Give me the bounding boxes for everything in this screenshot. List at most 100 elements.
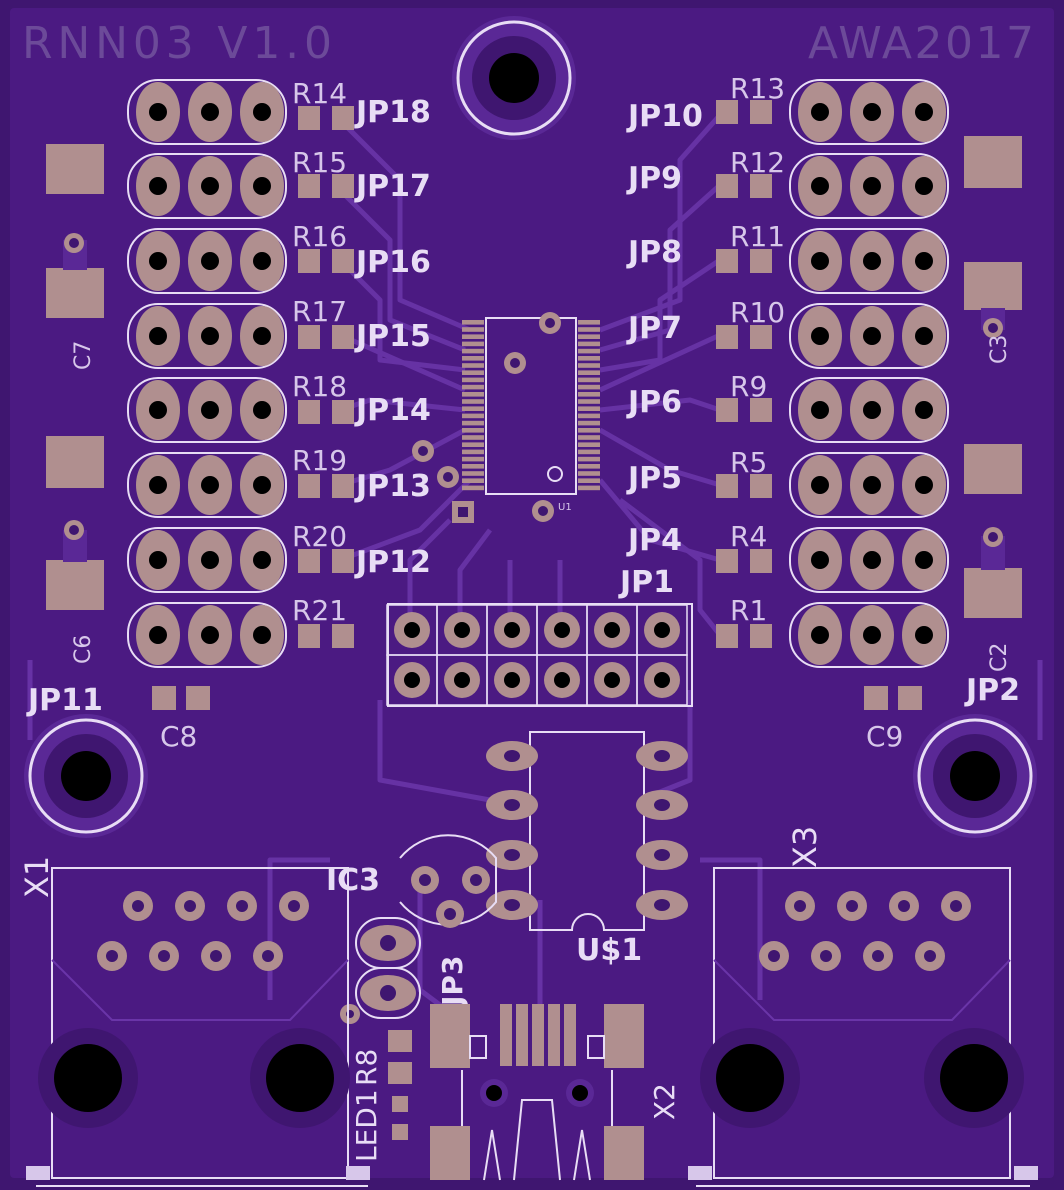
smd-pad-icon — [332, 549, 354, 573]
label-jp8: JP8 — [626, 235, 682, 270]
label-jp9: JP9 — [626, 161, 682, 196]
led1-r8: R8 LED1 — [340, 1004, 412, 1162]
header-3pin-row — [127, 228, 287, 294]
label-r15: R15 — [292, 146, 347, 179]
smd-pad-icon — [332, 174, 354, 198]
smd-pad-icon — [716, 624, 738, 648]
left-jumper-labels: JP18 JP17 JP16 JP15 JP14 JP13 JP12 — [354, 95, 431, 580]
smd-pad-icon — [750, 398, 772, 422]
smd-pad-icon — [298, 106, 320, 130]
right-resistor-array — [716, 100, 772, 648]
smd-pad-icon — [750, 549, 772, 573]
smd-pad-icon — [332, 400, 354, 424]
smd-pad-icon — [716, 249, 738, 273]
label-c6: C6 — [71, 635, 96, 664]
label-jp14: JP14 — [354, 393, 431, 428]
jumper-jp3: JP3 — [355, 917, 469, 1019]
capacitor-c8: C8 — [152, 686, 210, 753]
header-3pin-row — [789, 602, 949, 668]
label-c2: C2 — [987, 643, 1012, 672]
label-r13: R13 — [730, 72, 785, 105]
capacitor-c7: C7 — [46, 144, 104, 370]
label-jp10: JP10 — [626, 99, 703, 134]
label-r8: R8 — [350, 1049, 383, 1086]
left-header-array — [127, 79, 287, 668]
label-jp11: JP11 — [26, 683, 103, 718]
label-r20: R20 — [292, 520, 347, 553]
label-led1: LED1 — [350, 1089, 383, 1162]
label-jp6: JP6 — [626, 385, 682, 420]
label-r19: R19 — [292, 444, 347, 477]
label-c8: C8 — [160, 720, 197, 753]
label-r17: R17 — [292, 295, 347, 328]
smd-pad-icon — [716, 549, 738, 573]
header-3pin-row — [127, 527, 287, 593]
mounting-hole-top — [452, 16, 576, 140]
label-r4: R4 — [730, 520, 767, 553]
label-us1: U$1 — [576, 933, 642, 968]
smd-pad-icon — [750, 474, 772, 498]
header-3pin-row — [789, 527, 949, 593]
label-jp3: JP3 — [436, 956, 469, 1008]
smd-pad-icon — [298, 400, 320, 424]
header-3pin-row — [127, 303, 287, 369]
board-title-left: RNN03 V1.0 — [22, 18, 332, 69]
smd-pad-icon — [298, 249, 320, 273]
smd-pad-icon — [332, 325, 354, 349]
smd-pad-icon — [750, 100, 772, 124]
smd-pad-icon — [298, 624, 320, 648]
board-title-right: AWA2017 — [808, 18, 1034, 69]
regulator-ic3: IC3 — [326, 834, 497, 928]
right-resistor-labels: R13 R12 R11 R10 R9 R5 R4 R1 — [730, 72, 785, 627]
smd-pad-icon — [750, 325, 772, 349]
right-jumper-labels: JP10 JP9 JP8 JP7 JP6 JP5 JP4 — [626, 99, 703, 558]
header-3pin-row — [789, 303, 949, 369]
smd-pad-icon — [332, 249, 354, 273]
smd-pad-icon — [716, 398, 738, 422]
label-x1: X1 — [18, 856, 56, 898]
mounting-hole-right — [913, 714, 1037, 838]
header-3pin-row — [127, 79, 287, 145]
label-r10: R10 — [730, 296, 785, 329]
label-r1: R1 — [730, 594, 767, 627]
smd-pad-icon — [298, 174, 320, 198]
rj-connector-x1: X1 — [18, 856, 370, 1180]
smd-pad-icon — [298, 325, 320, 349]
label-r5: R5 — [730, 446, 767, 479]
label-x2: X2 — [648, 1083, 681, 1120]
label-r9: R9 — [730, 370, 767, 403]
header-jp1: JP1 — [386, 565, 693, 707]
smd-pad-icon — [332, 624, 354, 648]
label-x3: X3 — [786, 826, 824, 868]
mounting-hole-left — [24, 714, 148, 838]
smd-pad-icon — [716, 174, 738, 198]
label-c3: C3 — [987, 335, 1012, 364]
smd-pad-icon — [332, 106, 354, 130]
smd-pad-icon — [298, 549, 320, 573]
header-3pin-row — [789, 377, 949, 443]
smd-pad-icon — [750, 624, 772, 648]
capacitor-c6: C6 — [46, 436, 104, 664]
label-r21: R21 — [292, 594, 347, 627]
header-3pin-row — [127, 452, 287, 518]
label-jp15: JP15 — [354, 319, 431, 354]
smd-pad-icon — [298, 474, 320, 498]
rj-connector-x3: X3 — [688, 826, 1038, 1180]
capacitor-c9: C9 — [864, 686, 922, 753]
header-3pin-row — [789, 153, 949, 219]
label-c9: C9 — [866, 720, 903, 753]
usb-connector-x2: X2 — [430, 1004, 681, 1181]
label-jp7: JP7 — [626, 311, 682, 346]
left-resistor-array — [298, 106, 354, 648]
label-jp18: JP18 — [354, 95, 431, 130]
header-3pin-row — [789, 79, 949, 145]
label-r18: R18 — [292, 370, 347, 403]
label-jp4: JP4 — [626, 523, 682, 558]
smd-pad-icon — [716, 100, 738, 124]
header-3pin-row — [127, 602, 287, 668]
label-jp1: JP1 — [618, 565, 674, 600]
label-r12: R12 — [730, 146, 785, 179]
header-3pin-row — [127, 377, 287, 443]
label-u1: U1 — [558, 502, 572, 513]
smd-pad-icon — [716, 325, 738, 349]
